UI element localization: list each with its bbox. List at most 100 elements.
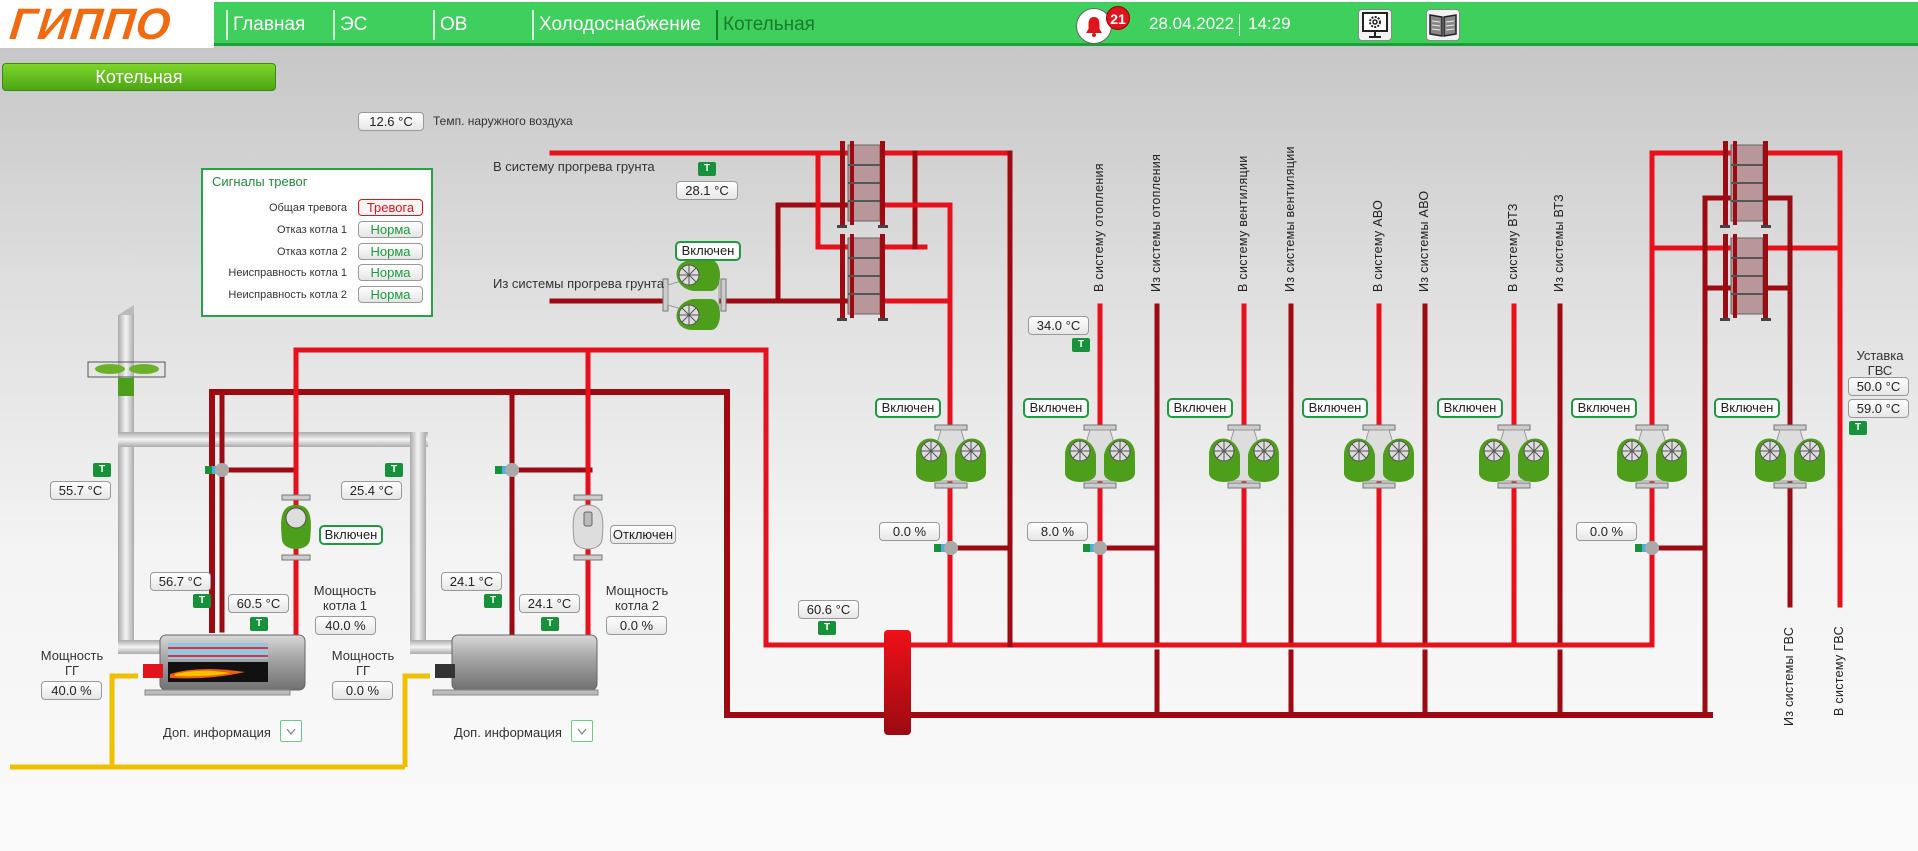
heating-pump bbox=[1064, 424, 1136, 489]
nav-cold-supply[interactable]: Холодоснабжение bbox=[532, 10, 701, 40]
boiler2-temp: 24.1 °C bbox=[519, 594, 580, 613]
boiler1-more-info-label: Доп. информация bbox=[163, 725, 271, 740]
flue-fan bbox=[87, 361, 166, 396]
dhw-setpoint-value[interactable]: 50.0 °C bbox=[1848, 377, 1909, 396]
dhw-valve-value: 0.0 % bbox=[1576, 522, 1637, 541]
vtz-supply-label: В систему ВТЗ bbox=[1506, 203, 1520, 292]
nav-es[interactable]: ЭС bbox=[333, 10, 367, 40]
dhw-primary-pump-status[interactable]: Включен bbox=[1571, 398, 1637, 418]
manual-button[interactable] bbox=[1426, 9, 1460, 41]
primary-valve-value: 0.0 % bbox=[879, 522, 940, 541]
alarm-panel-title: Сигналы тревог bbox=[212, 174, 308, 189]
gas-line bbox=[10, 673, 430, 770]
ventilation-supply-label: В систему вентиляции bbox=[1236, 155, 1250, 292]
alarm-panel: Сигналы тревог Общая тревога Тревога Отк… bbox=[201, 168, 433, 317]
header-temp-value: 60.6 °C bbox=[798, 600, 859, 619]
boiler-1 bbox=[143, 634, 306, 696]
boiler2-pump bbox=[572, 494, 604, 561]
ventilation-pump-status[interactable]: Включен bbox=[1167, 398, 1233, 418]
time: 14:29 bbox=[1248, 14, 1291, 33]
boiler2-more-info-label: Доп. информация bbox=[454, 725, 562, 740]
heating-supply-label: В систему отопления bbox=[1092, 163, 1106, 292]
boiler1-temp: 60.5 °C bbox=[228, 594, 289, 613]
date: 28.04.2022 bbox=[1149, 14, 1235, 33]
boiler2-flue-temp: 25.4 °C bbox=[341, 481, 402, 500]
settings-button[interactable] bbox=[1358, 9, 1392, 41]
dhw-secondary-pump-status[interactable]: Включен bbox=[1714, 398, 1780, 418]
boiler1-flue-temp: 55.7 °C bbox=[50, 481, 111, 500]
boiler2-power-label: Мощность котла 2 bbox=[605, 583, 669, 613]
temp-sensor-icon: T bbox=[385, 463, 403, 477]
boiler1-burner-value: 40.0 % bbox=[41, 681, 102, 700]
temp-sensor-icon: T bbox=[541, 617, 559, 631]
alarm-status-boiler1-failure[interactable]: Норма bbox=[358, 221, 423, 238]
primary-pump bbox=[915, 424, 987, 489]
boiler2-return-temp: 24.1 °C bbox=[441, 572, 502, 591]
temp-sensor-icon: T bbox=[818, 621, 836, 635]
ventilation-return-label: Из системы вентиляции bbox=[1283, 146, 1297, 292]
alarm-status-boiler1-fault[interactable]: Норма bbox=[358, 264, 423, 281]
alarm-label-boiler1-failure: Отказ котла 1 bbox=[276, 224, 347, 236]
avo-pump-status[interactable]: Включен bbox=[1302, 398, 1368, 418]
boiler1-power-label: Мощность котла 1 bbox=[313, 583, 377, 613]
ground-temp-value: 28.1 °C bbox=[676, 181, 738, 200]
ground-pump bbox=[662, 259, 727, 331]
boiler-2 bbox=[432, 634, 599, 696]
hydraulic-separator bbox=[884, 630, 911, 735]
alarm-status-boiler2-failure[interactable]: Норма bbox=[358, 243, 423, 260]
boiler2-burner-label: Мощность ГГ bbox=[331, 648, 395, 678]
avo-pump bbox=[1343, 424, 1415, 489]
alarm-count-badge: 21 bbox=[1106, 6, 1130, 30]
boiler1-pump bbox=[281, 494, 311, 561]
ground-return-label: Из системы прогрева грунта bbox=[493, 276, 664, 291]
outdoor-temp-label: Темп. наружного воздуха bbox=[433, 114, 573, 128]
logo: ГИППО bbox=[0, 0, 214, 49]
alarm-label-general: Общая тревога bbox=[268, 202, 347, 214]
alarm-label-boiler2-failure: Отказ котла 2 bbox=[276, 246, 347, 258]
vtz-pump bbox=[1478, 424, 1550, 489]
temp-sensor-icon: T bbox=[250, 617, 268, 631]
avo-return-label: Из системы АВО bbox=[1417, 190, 1431, 292]
nav-ov[interactable]: ОВ bbox=[433, 10, 467, 40]
heating-pump-status[interactable]: Включен bbox=[1023, 398, 1089, 418]
heating-return-label: Из системы отопления bbox=[1149, 153, 1163, 292]
temp-sensor-icon: T bbox=[93, 463, 111, 477]
top-bar: ГИППО Главная ЭС ОВ Холодоснабжение Коте… bbox=[0, 0, 1918, 49]
datetime-divider bbox=[1239, 14, 1240, 36]
temp-sensor-icon: T bbox=[698, 162, 716, 176]
temp-sensor-icon: T bbox=[1849, 421, 1867, 435]
chevron-down-icon bbox=[577, 728, 587, 736]
book-icon bbox=[1429, 14, 1457, 37]
dhw-temp-value: 59.0 °C bbox=[1848, 399, 1909, 418]
boiler1-pump-status[interactable]: Включен bbox=[319, 525, 383, 545]
boiler2-more-info-button[interactable] bbox=[571, 720, 593, 742]
temp-sensor-icon: T bbox=[193, 594, 211, 608]
heating-valve-value: 8.0 % bbox=[1027, 522, 1088, 541]
boiler1-burner-label: Мощность ГГ bbox=[40, 648, 104, 678]
nav-main[interactable]: Главная bbox=[226, 10, 305, 40]
boiler1-power-value: 40.0 % bbox=[315, 616, 376, 635]
dhw-secondary-pump bbox=[1754, 424, 1826, 489]
outdoor-temp-value: 12.6 °C bbox=[358, 112, 424, 131]
boiler2-power-value: 0.0 % bbox=[606, 616, 667, 635]
dhw-supply-label: В систему ГВС bbox=[1832, 626, 1846, 716]
boiler1-more-info-button[interactable] bbox=[280, 720, 302, 742]
boiler2-pump-status[interactable]: Отключен bbox=[610, 525, 676, 544]
temp-sensor-icon: T bbox=[484, 594, 502, 608]
boiler1-return-temp: 56.7 °C bbox=[150, 572, 211, 591]
alarm-status-general[interactable]: Тревога bbox=[358, 199, 423, 216]
nav-boiler-room[interactable]: Котельная bbox=[716, 10, 815, 40]
ventilation-pump bbox=[1208, 424, 1280, 489]
avo-supply-label: В систему АВО bbox=[1371, 199, 1385, 292]
temp-sensor-icon: T bbox=[1072, 338, 1090, 352]
boiler-room-page-button[interactable]: Котельная bbox=[2, 63, 276, 91]
ground-pump-status[interactable]: Включен bbox=[675, 241, 741, 261]
primary-pump-status[interactable]: Включен bbox=[875, 398, 941, 418]
chevron-down-icon bbox=[286, 728, 296, 736]
chimney-pipe bbox=[118, 315, 134, 650]
vtz-pump-status[interactable]: Включен bbox=[1437, 398, 1503, 418]
bell-icon bbox=[1086, 17, 1102, 37]
alarm-status-boiler2-fault[interactable]: Норма bbox=[358, 286, 423, 303]
heating-temp-value: 34.0 °C bbox=[1028, 316, 1089, 335]
